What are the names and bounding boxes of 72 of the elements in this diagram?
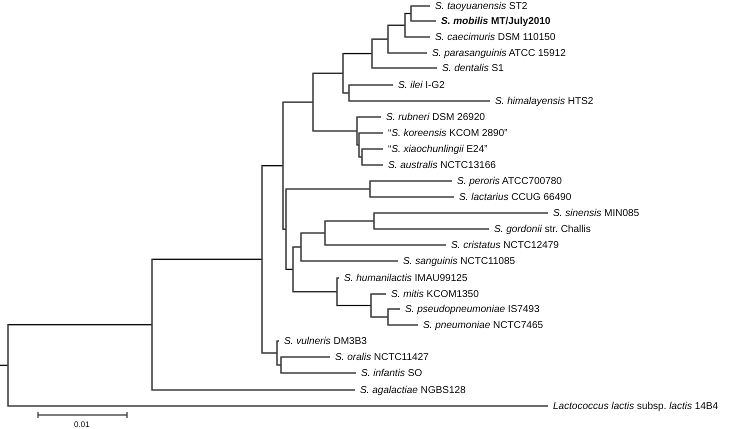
taxon-label: S. gordonii str. Challis	[489, 222, 591, 236]
taxon-label: S. oralis NCTC11427	[330, 350, 429, 364]
tree-branch	[362, 164, 383, 166]
taxon-label: S. ilei I-G2	[393, 78, 445, 92]
tree-branch	[372, 293, 386, 295]
tree-branch	[374, 212, 548, 214]
taxon-label: “S. koreensis KCOM 2890”	[383, 126, 508, 140]
taxon-label: S. dentalis S1	[437, 62, 504, 74]
tree-branch	[372, 38, 388, 40]
taxon-label: Lactococcus lactis subsp. lactis 14B4	[548, 400, 718, 412]
taxon-label: S. australis NCTC13166	[383, 158, 496, 172]
tree-branch	[412, 5, 430, 7]
taxon-label: S. sinensis MIN085	[548, 206, 640, 220]
tree-branch	[314, 72, 342, 74]
tree-branch	[286, 268, 292, 270]
tree-branch	[294, 291, 336, 292]
tree-branch	[372, 316, 388, 318]
tree-branch	[284, 102, 312, 103]
tree-branch	[350, 84, 393, 86]
tree-branch	[358, 116, 381, 118]
taxon-label: S. mobilis MT/July2010	[436, 14, 550, 28]
scale-label: 0.01	[74, 420, 90, 428]
tree-branch	[326, 244, 446, 246]
tree-branch	[0, 364, 8, 366]
tree-branch	[374, 228, 489, 230]
tree-branch	[314, 130, 356, 132]
tree-branch	[388, 324, 418, 326]
taxon-label: S. caecimuris DSM 110150	[430, 30, 556, 44]
taxon-label: S. parasanguinis ATCC 15912	[427, 46, 566, 60]
taxon-label: S. himalayensis HTS2	[490, 94, 594, 108]
taxon-label: S. lactarius CCUG 66490	[454, 190, 572, 204]
taxon-label: S. pseudopneumoniae IS7493	[400, 302, 540, 316]
tree-branch	[302, 260, 398, 262]
taxon-label: S. rubneri DSM 26920	[381, 110, 485, 124]
tree-branch	[388, 24, 404, 26]
tree-branch	[350, 100, 490, 102]
tree-branch	[388, 52, 427, 54]
taxon-label: S. pneumoniae NCTC7465	[418, 318, 544, 332]
tree-branch	[278, 340, 279, 342]
tree-branch	[406, 36, 430, 38]
taxon-label: S. cristatus NCTC12479	[446, 238, 559, 252]
tree-branch	[326, 220, 374, 222]
tree-branch	[262, 165, 282, 166]
tree-branch	[338, 304, 370, 306]
tree-branch	[344, 52, 372, 54]
tree-branch	[8, 405, 548, 407]
tree-branch	[286, 188, 370, 190]
taxon-label: S. agalactiae NGBS128	[355, 384, 466, 396]
tree-branch	[152, 389, 355, 391]
tree-branch	[338, 277, 339, 279]
tree-branch	[284, 228, 286, 230]
taxon-label: S. peroris ATCC700780	[452, 174, 562, 188]
tree-branch	[370, 180, 452, 182]
taxon-label: S. sanguinis NCTC11085	[398, 254, 516, 268]
tree-branch	[372, 67, 437, 69]
tree-branch	[370, 196, 454, 198]
taxon-label: S. infantis SO	[356, 366, 422, 380]
tree-branch	[262, 352, 276, 354]
taxon-label: S. vulneris DM3B3	[279, 334, 367, 348]
taxon-label: S. humanilactis IMAU99125	[339, 272, 468, 284]
taxon-label: S. taoyuanensis ST2	[430, 0, 528, 12]
tree-branch	[152, 258, 262, 260]
tree-branch	[8, 324, 152, 326]
tree-branch	[362, 148, 383, 150]
tree-branch	[412, 20, 436, 22]
tree-branch	[302, 232, 324, 234]
taxon-label: “S. xiaochunlingii E24”	[383, 142, 488, 156]
taxon-label: S. mitis KCOM1350	[386, 288, 479, 300]
tree-branch	[360, 132, 383, 134]
tree-branch	[388, 308, 400, 310]
tree-branch	[282, 356, 330, 358]
tree-branch	[282, 372, 356, 374]
